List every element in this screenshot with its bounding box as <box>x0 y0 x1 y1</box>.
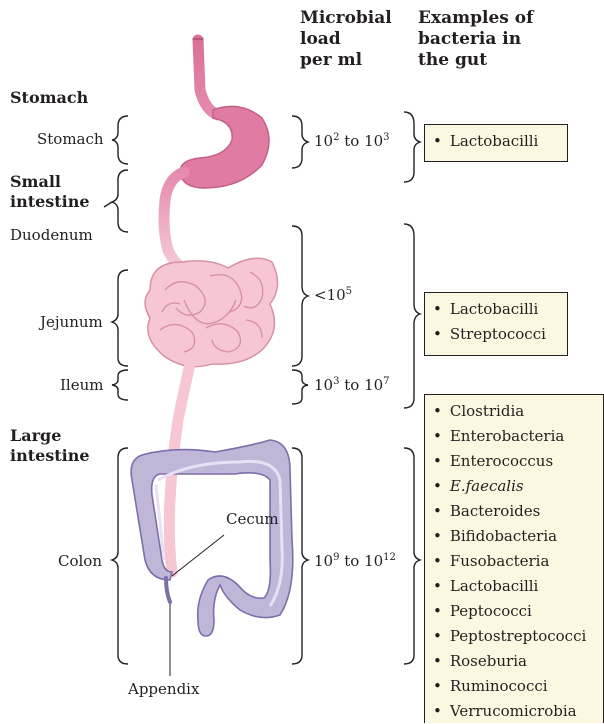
label-duodenum: Duodenum <box>10 226 93 244</box>
bacteria-item: Ruminococci <box>433 674 595 699</box>
bacteria-item: Lactobacilli <box>433 129 559 154</box>
bacteria-item: Bacteroides <box>433 499 595 524</box>
bracket-large-examples <box>404 448 420 664</box>
bracket-colon-left <box>112 448 128 664</box>
label-appendix: Appendix <box>128 680 199 698</box>
bracket-small-examples <box>404 224 420 408</box>
section-large-intestine: Large intestine <box>10 426 90 466</box>
bacteria-item: Enterococcus <box>433 449 595 474</box>
bracket-ileum-load <box>292 370 308 404</box>
examples-box-stomach: Lactobacilli <box>424 124 568 162</box>
bracket-jejunum-left <box>112 270 128 366</box>
duodenum-tube <box>164 172 192 272</box>
label-jejunum: Jejunum <box>40 313 103 331</box>
bracket-colon-load <box>292 448 308 664</box>
bacteria-item: Verrucomicrobia <box>433 699 595 724</box>
load-stomach: 102 to 103 <box>314 132 390 150</box>
bacteria-item: Peptococci <box>433 599 595 624</box>
bacteria-item: Lactobacilli <box>433 297 559 322</box>
bacteria-item: Peptostreptococci <box>433 624 595 649</box>
bacteria-item: Streptococci <box>433 322 559 347</box>
bacteria-item: E.faecalis <box>433 474 595 499</box>
bacteria-item: Roseburia <box>433 649 595 674</box>
esophagus <box>198 40 218 115</box>
examples-header: Examples of bacteria in the gut <box>418 8 533 71</box>
small-intestine-coils <box>145 258 278 367</box>
label-stomach: Stomach <box>37 130 104 148</box>
bracket-stomach-load <box>292 116 308 168</box>
section-small-intestine: Small intestine <box>10 172 90 212</box>
label-colon: Colon <box>58 552 102 570</box>
bacteria-item: Fusobacteria <box>433 549 595 574</box>
microbial-load-header: Microbial load per ml <box>300 8 392 71</box>
bracket-stomach-left <box>112 116 128 164</box>
bracket-ileum-left <box>112 370 128 400</box>
label-cecum: Cecum <box>226 510 279 528</box>
bracket-duodenum-left <box>112 170 128 232</box>
bacteria-item: Bifidobacteria <box>433 524 595 549</box>
examples-box-large-intestine: Clostridia Enterobacteria Enterococcus E… <box>424 394 604 723</box>
appendix-shape <box>166 578 170 602</box>
cecum-leader <box>172 535 224 576</box>
bracket-jejunum-load <box>292 226 308 366</box>
examples-box-small-intestine: Lactobacilli Streptococci <box>424 292 568 356</box>
section-stomach: Stomach <box>10 88 88 108</box>
bacteria-item: Lactobacilli <box>433 574 595 599</box>
label-ileum: Ileum <box>60 376 103 394</box>
load-colon: 109 to 1012 <box>314 552 396 570</box>
load-jejunum: <105 <box>314 286 352 304</box>
stomach-shape <box>180 106 269 188</box>
bacteria-item: Clostridia <box>433 399 595 424</box>
load-ileum: 103 to 107 <box>314 376 390 394</box>
colon-shape <box>131 440 293 636</box>
bracket-stomach-examples <box>404 112 420 182</box>
bacteria-item: Enterobacteria <box>433 424 595 449</box>
